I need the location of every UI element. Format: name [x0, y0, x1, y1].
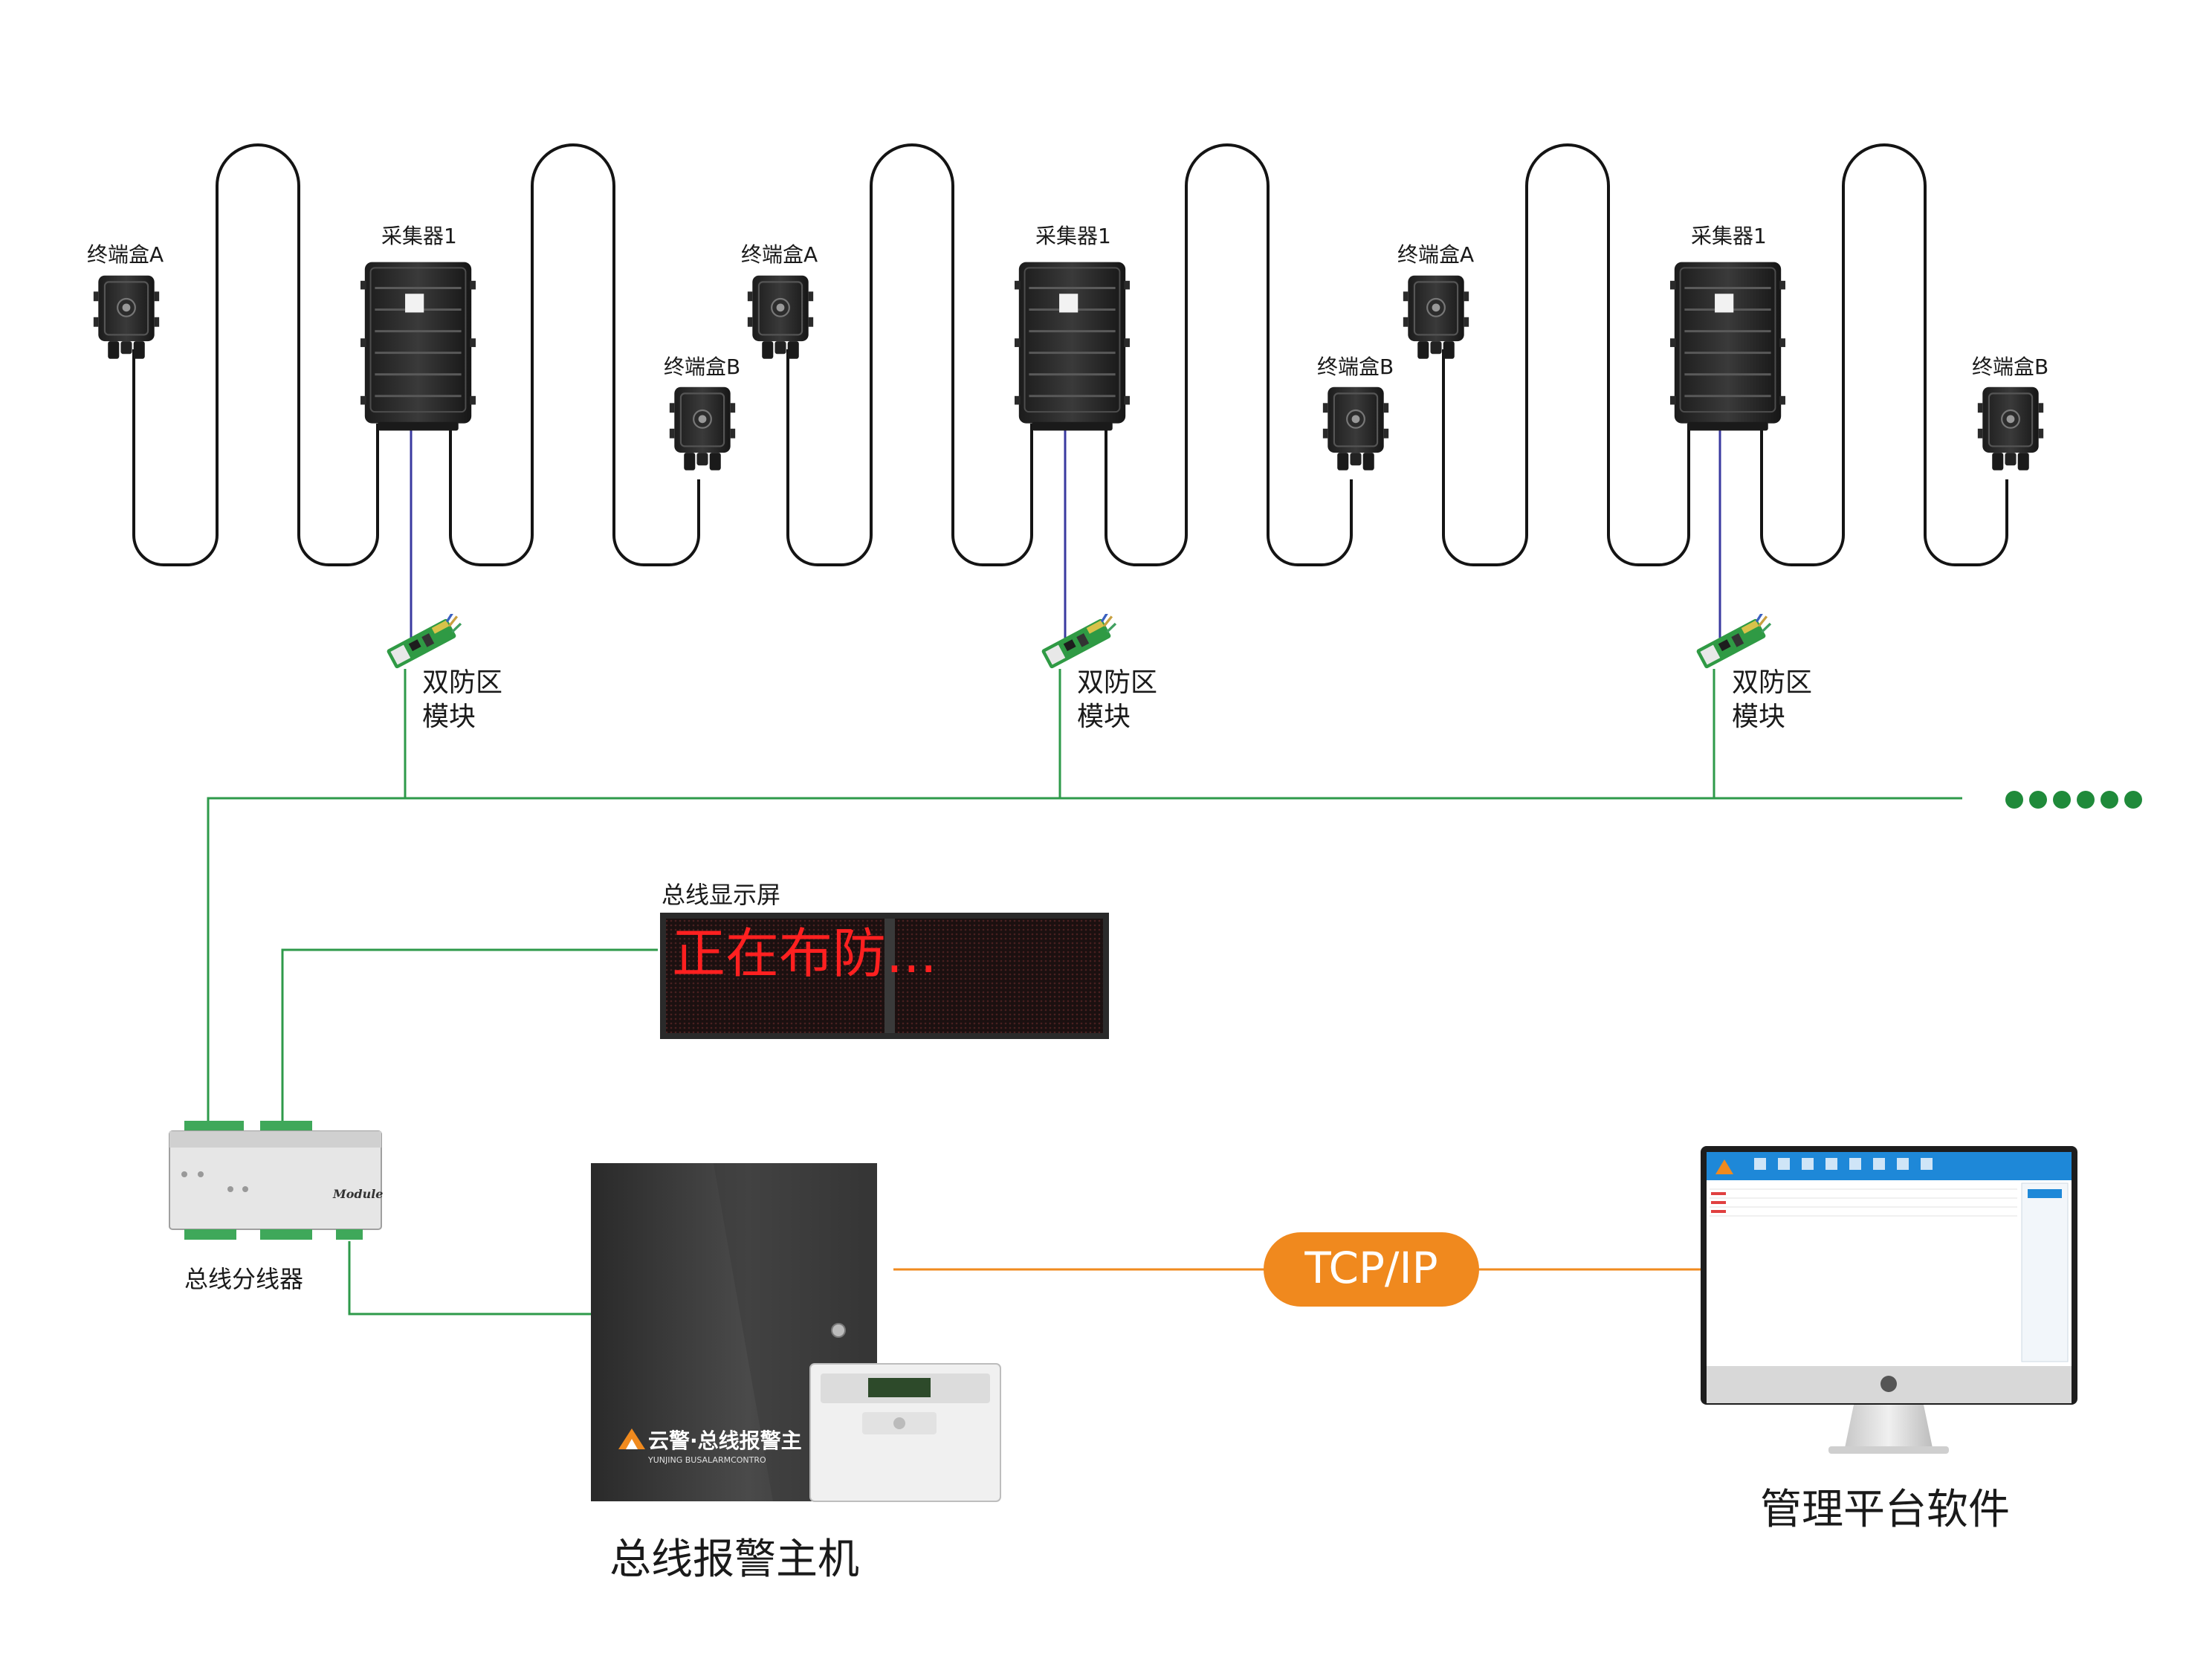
terminal-box-a-1: 终端盒A [87, 242, 164, 360]
terminal-box-b-label: 终端盒B [1972, 355, 2048, 379]
terminal-box-b-1: 终端盒B [664, 355, 740, 471]
sensing-cable [132, 143, 2008, 566]
bus-splitter-label: 总线分线器 [184, 1265, 303, 1293]
collector-3: 采集器1 [1670, 224, 1785, 432]
terminal-box-a-label: 终端盒A [741, 242, 818, 267]
dual-zone-module-2: 双防区 模块 [1038, 614, 1157, 732]
terminal-box-b-label: 终端盒B [664, 355, 740, 379]
zone-module-label-line1: 双防区 [1077, 667, 1157, 698]
terminal-box-b-2: 终端盒B [1317, 355, 1394, 471]
management-platform-label: 管理平台软件 [1760, 1486, 2010, 1534]
bus-lines [207, 669, 1962, 1316]
bus-splitter: Module 总线分线器 [169, 1121, 383, 1293]
zone-module-label-line1: 双防区 [1732, 667, 1812, 698]
bus-display-text: 正在布防... [672, 922, 937, 985]
terminal-box-a-label: 终端盒A [87, 242, 164, 267]
zone-module-label-line2: 模块 [1077, 702, 1131, 732]
dual-zone-module-3: 双防区 模块 [1692, 614, 1812, 732]
bus-display-title: 总线显示屏 [662, 881, 780, 909]
zone-module-label-line1: 双防区 [422, 667, 502, 698]
terminal-box-a-2: 终端盒A [741, 242, 818, 360]
splitter-brand: Module [332, 1187, 383, 1201]
collector-label: 采集器1 [1691, 224, 1767, 248]
terminal-box-a-3: 终端盒A [1397, 242, 1474, 360]
zone-module-label-line2: 模块 [422, 702, 476, 732]
monitor-icon: 管理平台软件 [1701, 1146, 2077, 1534]
collector-1: 采集器1 [360, 224, 476, 432]
collector-label: 采集器1 [381, 224, 457, 248]
tcp-ip-label: TCP/IP [1304, 1243, 1438, 1293]
host-brand-cn: 云警·总线报警主 [648, 1428, 802, 1453]
terminal-box-a-label: 终端盒A [1397, 242, 1474, 267]
dual-zone-module-1: 双防区 模块 [383, 614, 502, 732]
terminal-box-b-label: 终端盒B [1317, 355, 1394, 379]
terminal-box-b-3: 终端盒B [1972, 355, 2048, 471]
alarm-host-label: 总线报警主机 [609, 1536, 859, 1584]
collector-2: 采集器1 [1015, 224, 1130, 432]
collector-label: 采集器1 [1035, 224, 1111, 248]
continuation-dots [2005, 791, 2142, 809]
host-brand-en: YUNJING BUSALARMCONTRO [647, 1455, 766, 1465]
alarm-host: 云警·总线报警主 YUNJING BUSALARMCONTRO 总线报警主机 [591, 1163, 1001, 1584]
bus-display: 总线显示屏 正在布防... [660, 881, 1109, 1039]
keypad-icon [809, 1363, 1001, 1502]
tcp-ip-badge: TCP/IP [1264, 1232, 1479, 1307]
zone-module-label-line2: 模块 [1732, 702, 1785, 732]
